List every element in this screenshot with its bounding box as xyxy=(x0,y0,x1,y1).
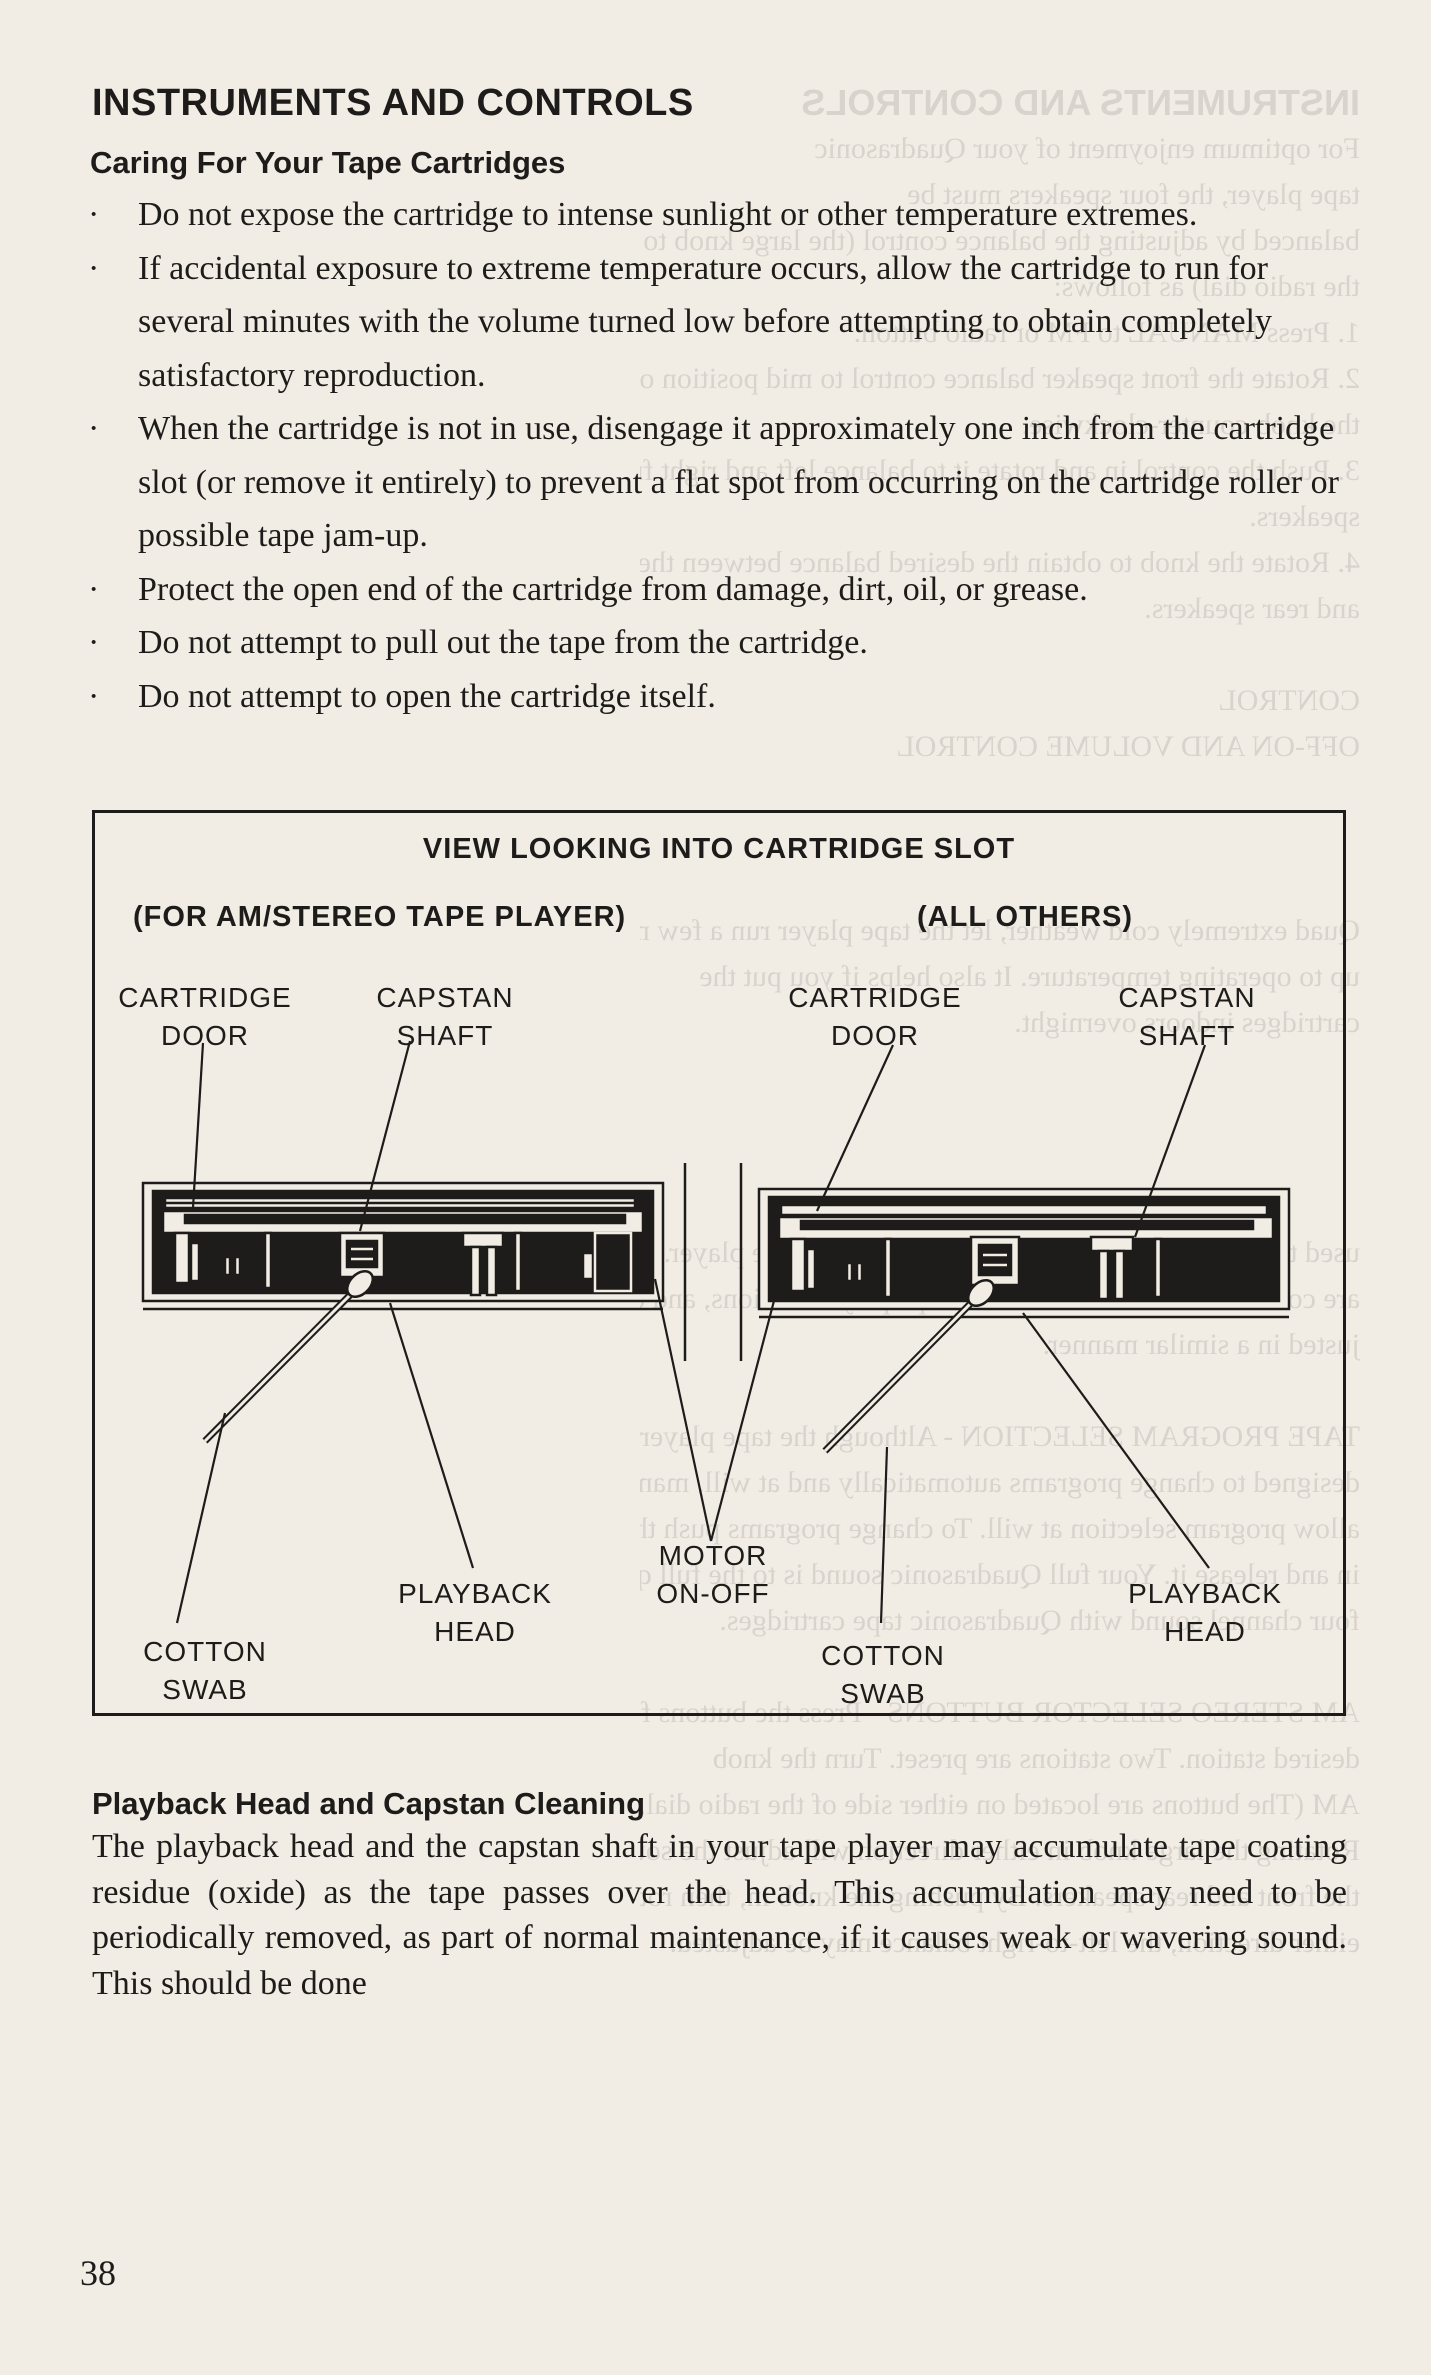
cleaning-section-title: Playback Head and Capstan Cleaning xyxy=(92,1786,646,1821)
label-line: HEAD xyxy=(1164,1616,1246,1647)
section-title: INSTRUMENTS AND CONTROLS xyxy=(92,82,694,124)
label-line: CAPSTAN xyxy=(1118,982,1256,1013)
label-cotton-swab-left: COTTON SWAB xyxy=(135,1633,275,1709)
label-line: ON-OFF xyxy=(656,1578,770,1609)
bullet-item: Protect the open end of the cartridge fr… xyxy=(80,563,1340,617)
bleed-line: AM (The buttons are located on either si… xyxy=(640,1788,1360,1821)
label-line: PLAYBACK xyxy=(1128,1578,1282,1609)
label-line: SHAFT xyxy=(396,1020,494,1051)
label-motor-on-off: MOTOR ON-OFF xyxy=(643,1537,783,1613)
label-line: DOOR xyxy=(831,1020,919,1051)
label-cartridge-door-left: CARTRIDGE DOOR xyxy=(115,979,295,1055)
label-line: DOOR xyxy=(161,1020,249,1051)
page-number: 38 xyxy=(80,2253,116,2293)
bleed-heading: INSTRUMENTS AND CONTROLS xyxy=(801,82,1360,123)
label-cartridge-door-right: CARTRIDGE DOOR xyxy=(785,979,965,1055)
cartridge-slot-figure: VIEW LOOKING INTO CARTRIDGE SLOT (FOR AM… xyxy=(92,810,1346,1716)
label-line: CAPSTAN xyxy=(376,982,514,1013)
label-playback-head-right: PLAYBACK HEAD xyxy=(1115,1575,1295,1651)
label-line: MOTOR xyxy=(658,1540,768,1571)
bullet-item: Do not attempt to open the cartridge its… xyxy=(80,670,1340,724)
label-line: HEAD xyxy=(434,1616,516,1647)
label-playback-head-left: PLAYBACK HEAD xyxy=(385,1575,565,1651)
bleed-line: OFF-ON AND VOLUME CONTROL xyxy=(896,730,1360,763)
label-line: COTTON xyxy=(143,1636,267,1667)
label-line: COTTON xyxy=(821,1640,945,1671)
figure-leader-lines xyxy=(175,1040,1210,1624)
label-capstan-shaft-left: CAPSTAN SHAFT xyxy=(365,979,525,1055)
label-cotton-swab-right: COTTON SWAB xyxy=(813,1637,953,1713)
right-panel-title: (ALL OTHERS) xyxy=(917,901,1134,933)
subsection-title: Caring For Your Tape Cartridges xyxy=(90,145,566,180)
bullet-item: Do not attempt to pull out the tape from… xyxy=(80,616,1340,670)
left-slot-drawing xyxy=(141,1181,665,1444)
left-panel-title: (FOR AM/STEREO TAPE PLAYER) xyxy=(133,901,627,933)
label-line: SHAFT xyxy=(1138,1020,1236,1051)
bullet-item: When the cartridge is not in use, diseng… xyxy=(80,402,1340,563)
label-line: PLAYBACK xyxy=(398,1578,552,1609)
care-bullet-list: Do not expose the cartridge to intense s… xyxy=(80,188,1340,723)
label-line: SWAB xyxy=(840,1678,926,1709)
bleed-line: For optimum enjoyment of your Quadrasoni… xyxy=(814,132,1360,165)
cartridge-slot-illustration xyxy=(141,1040,1291,1624)
right-slot-drawing xyxy=(757,1187,1291,1454)
label-line: SWAB xyxy=(162,1674,248,1705)
figure-title: VIEW LOOKING INTO CARTRIDGE SLOT xyxy=(422,833,1016,865)
label-line: CARTRIDGE xyxy=(788,982,962,1013)
cleaning-section-body: The playback head and the capstan shaft … xyxy=(92,1828,1347,2002)
bleed-line: desired station. Two stations are preset… xyxy=(712,1742,1360,1775)
label-capstan-shaft-right: CAPSTAN SHAFT xyxy=(1107,979,1267,1055)
bullet-item: Do not expose the cartridge to intense s… xyxy=(80,188,1340,242)
bullet-item: If accidental exposure to extreme temper… xyxy=(80,242,1340,403)
label-line: CARTRIDGE xyxy=(118,982,292,1013)
